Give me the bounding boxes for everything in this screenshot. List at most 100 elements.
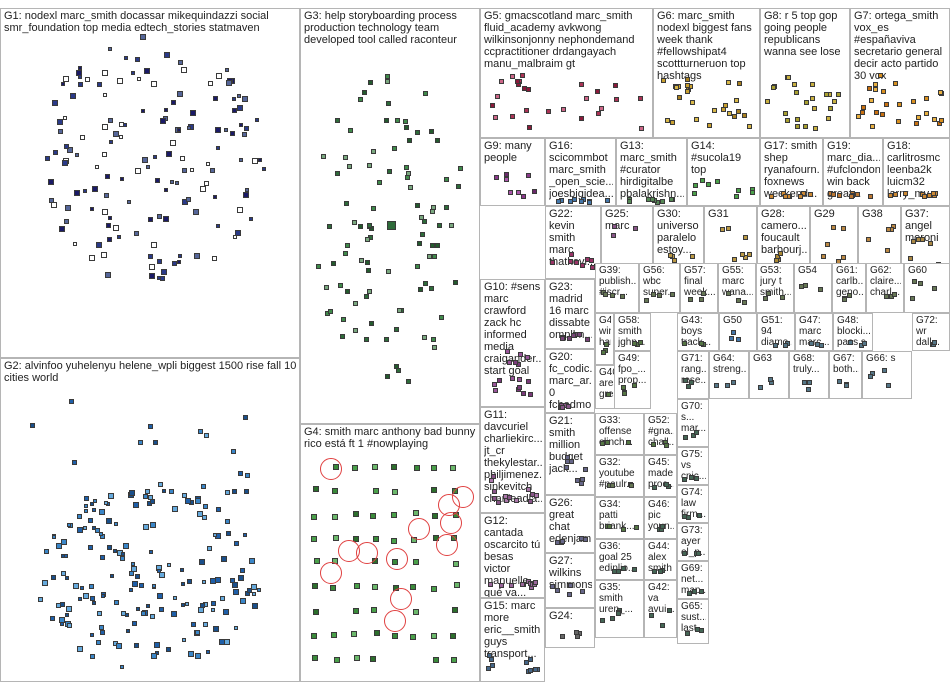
graph-node: [384, 374, 390, 380]
graph-node: [351, 465, 358, 472]
graph-node: [685, 383, 691, 389]
group-nodes-g48: [834, 314, 872, 350]
graph-node: [691, 588, 697, 594]
group-label-g57: G57: final week...: [684, 265, 715, 298]
group-nodes-g26: [546, 496, 594, 552]
group-label-g5: G5: gmacscotland marc_smith fluid_academ…: [484, 10, 638, 70]
group-box-g16: G16: scicommbot marc_smith _open_scie...…: [545, 138, 616, 206]
graph-node: [158, 606, 164, 612]
graph-node: [153, 440, 159, 446]
graph-node: [458, 166, 464, 172]
graph-node: [179, 155, 185, 161]
graph-node: [232, 108, 238, 114]
graph-node: [519, 581, 525, 587]
graph-node: [63, 75, 70, 82]
graph-node: [243, 414, 249, 420]
graph-node: [154, 177, 160, 183]
graph-node: [237, 206, 244, 213]
graph-node: [492, 114, 498, 120]
graph-node: [152, 155, 157, 160]
graph-node: [847, 293, 853, 299]
graph-node: [157, 275, 162, 280]
group-label-g66: G66: s: [866, 353, 896, 364]
graph-node: [97, 82, 103, 88]
graph-node: [72, 460, 78, 466]
graph-node: [873, 81, 879, 87]
graph-node: [373, 488, 380, 495]
graph-node: [117, 235, 122, 240]
group-box-g43: G43: boys track...: [677, 313, 719, 351]
graph-node: [201, 579, 206, 584]
graph-node: [431, 633, 438, 640]
graph-node: [881, 368, 887, 374]
graph-node: [734, 98, 740, 104]
graph-node: [92, 601, 97, 606]
graph-node: [682, 550, 688, 556]
graph-node: [911, 98, 916, 104]
graph-node: [233, 541, 239, 547]
graph-node: [312, 486, 319, 493]
graph-node: [244, 473, 250, 479]
graph-node: [412, 609, 419, 616]
graph-node: [566, 336, 572, 342]
graph-node: [394, 326, 399, 332]
graph-node: [434, 242, 440, 248]
graph-node: [112, 549, 117, 554]
graph-node: [121, 552, 126, 557]
group-box-g27: G27: wilkins simmons: [545, 553, 595, 608]
graph-node: [230, 449, 236, 455]
graph-node: [311, 582, 318, 589]
graph-node: [102, 152, 108, 158]
graph-node: [198, 428, 204, 434]
graph-node: [205, 161, 210, 166]
graph-node: [715, 179, 721, 185]
graph-node: [362, 89, 368, 95]
group-label-g38: G38: [862, 208, 883, 220]
graph-node: [806, 380, 812, 386]
graph-node: [120, 556, 126, 562]
graph-node: [151, 80, 158, 87]
graph-node: [107, 117, 113, 123]
graph-node: [161, 489, 166, 494]
graph-node: [739, 251, 745, 257]
graph-node: [370, 655, 377, 662]
graph-node: [660, 198, 666, 204]
graph-node: [690, 432, 696, 438]
graph-node: [109, 574, 114, 579]
graph-node: [600, 349, 606, 355]
graph-node: [174, 180, 179, 185]
graph-node: [169, 140, 176, 147]
graph-node: [419, 231, 425, 237]
graph-node: [795, 117, 801, 123]
graph-node: [605, 392, 611, 398]
graph-node: [370, 607, 377, 614]
graph-node: [310, 513, 317, 520]
group-box-g14: G14: #sucola19 top: [687, 138, 760, 206]
graph-node: [231, 581, 238, 588]
group-label-g49: G49: fpo_... prop...: [618, 353, 647, 386]
graph-node: [197, 510, 204, 517]
group-box-g62: G62: claire... charl...: [866, 263, 904, 313]
group-nodes-g56: [640, 264, 679, 312]
graph-node: [132, 502, 139, 509]
graph-node: [109, 140, 114, 145]
highlight-circle: [384, 610, 406, 632]
graph-node: [491, 473, 496, 479]
graph-node: [138, 440, 144, 446]
graph-node: [238, 471, 244, 477]
group-box-g13: G13: marc_smith #curator hirdigitalbe pb…: [616, 138, 687, 206]
graph-node: [131, 620, 137, 626]
graph-node: [367, 288, 373, 294]
graph-node: [203, 433, 209, 439]
graph-node: [837, 192, 843, 198]
graph-node: [456, 184, 462, 190]
graph-node: [644, 298, 650, 304]
graph-node: [100, 593, 105, 598]
group-nodes-g68: [790, 352, 828, 398]
graph-node: [556, 199, 562, 205]
graph-node: [431, 487, 438, 494]
graph-node: [633, 525, 639, 531]
group-nodes-g14: [688, 139, 759, 205]
graph-node: [639, 125, 645, 131]
graph-node: [855, 114, 861, 120]
